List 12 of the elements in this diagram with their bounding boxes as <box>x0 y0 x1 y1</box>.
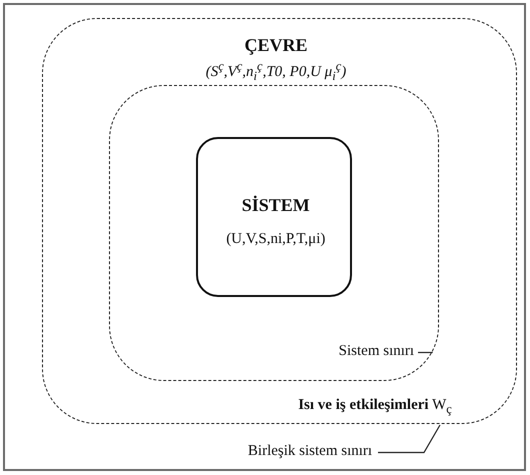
leader-line <box>378 424 441 454</box>
boundary-label: Birleşik sistem sınırı <box>246 443 374 460</box>
system-boundary <box>109 85 440 382</box>
system-title: SİSTEM <box>240 194 311 216</box>
interaction-label: Isı ve iş etkileşimleri W$_{ç}$ <box>297 397 453 416</box>
leader-line <box>418 352 433 354</box>
environment-boundary <box>42 18 517 424</box>
region-title: ÇEVRE <box>243 35 308 56</box>
boundary-label: Sistem sınırı <box>338 343 414 361</box>
variable-list: (U,V,S,ni,P,T,μi) <box>198 230 354 248</box>
variable-list: (S$^{ç}$,V$^{ç}$,n$_{i}$$^{ç}$,T0, P0,U μ$_{i}$$^{ç}$) <box>161 59 391 84</box>
system-box <box>196 136 352 297</box>
